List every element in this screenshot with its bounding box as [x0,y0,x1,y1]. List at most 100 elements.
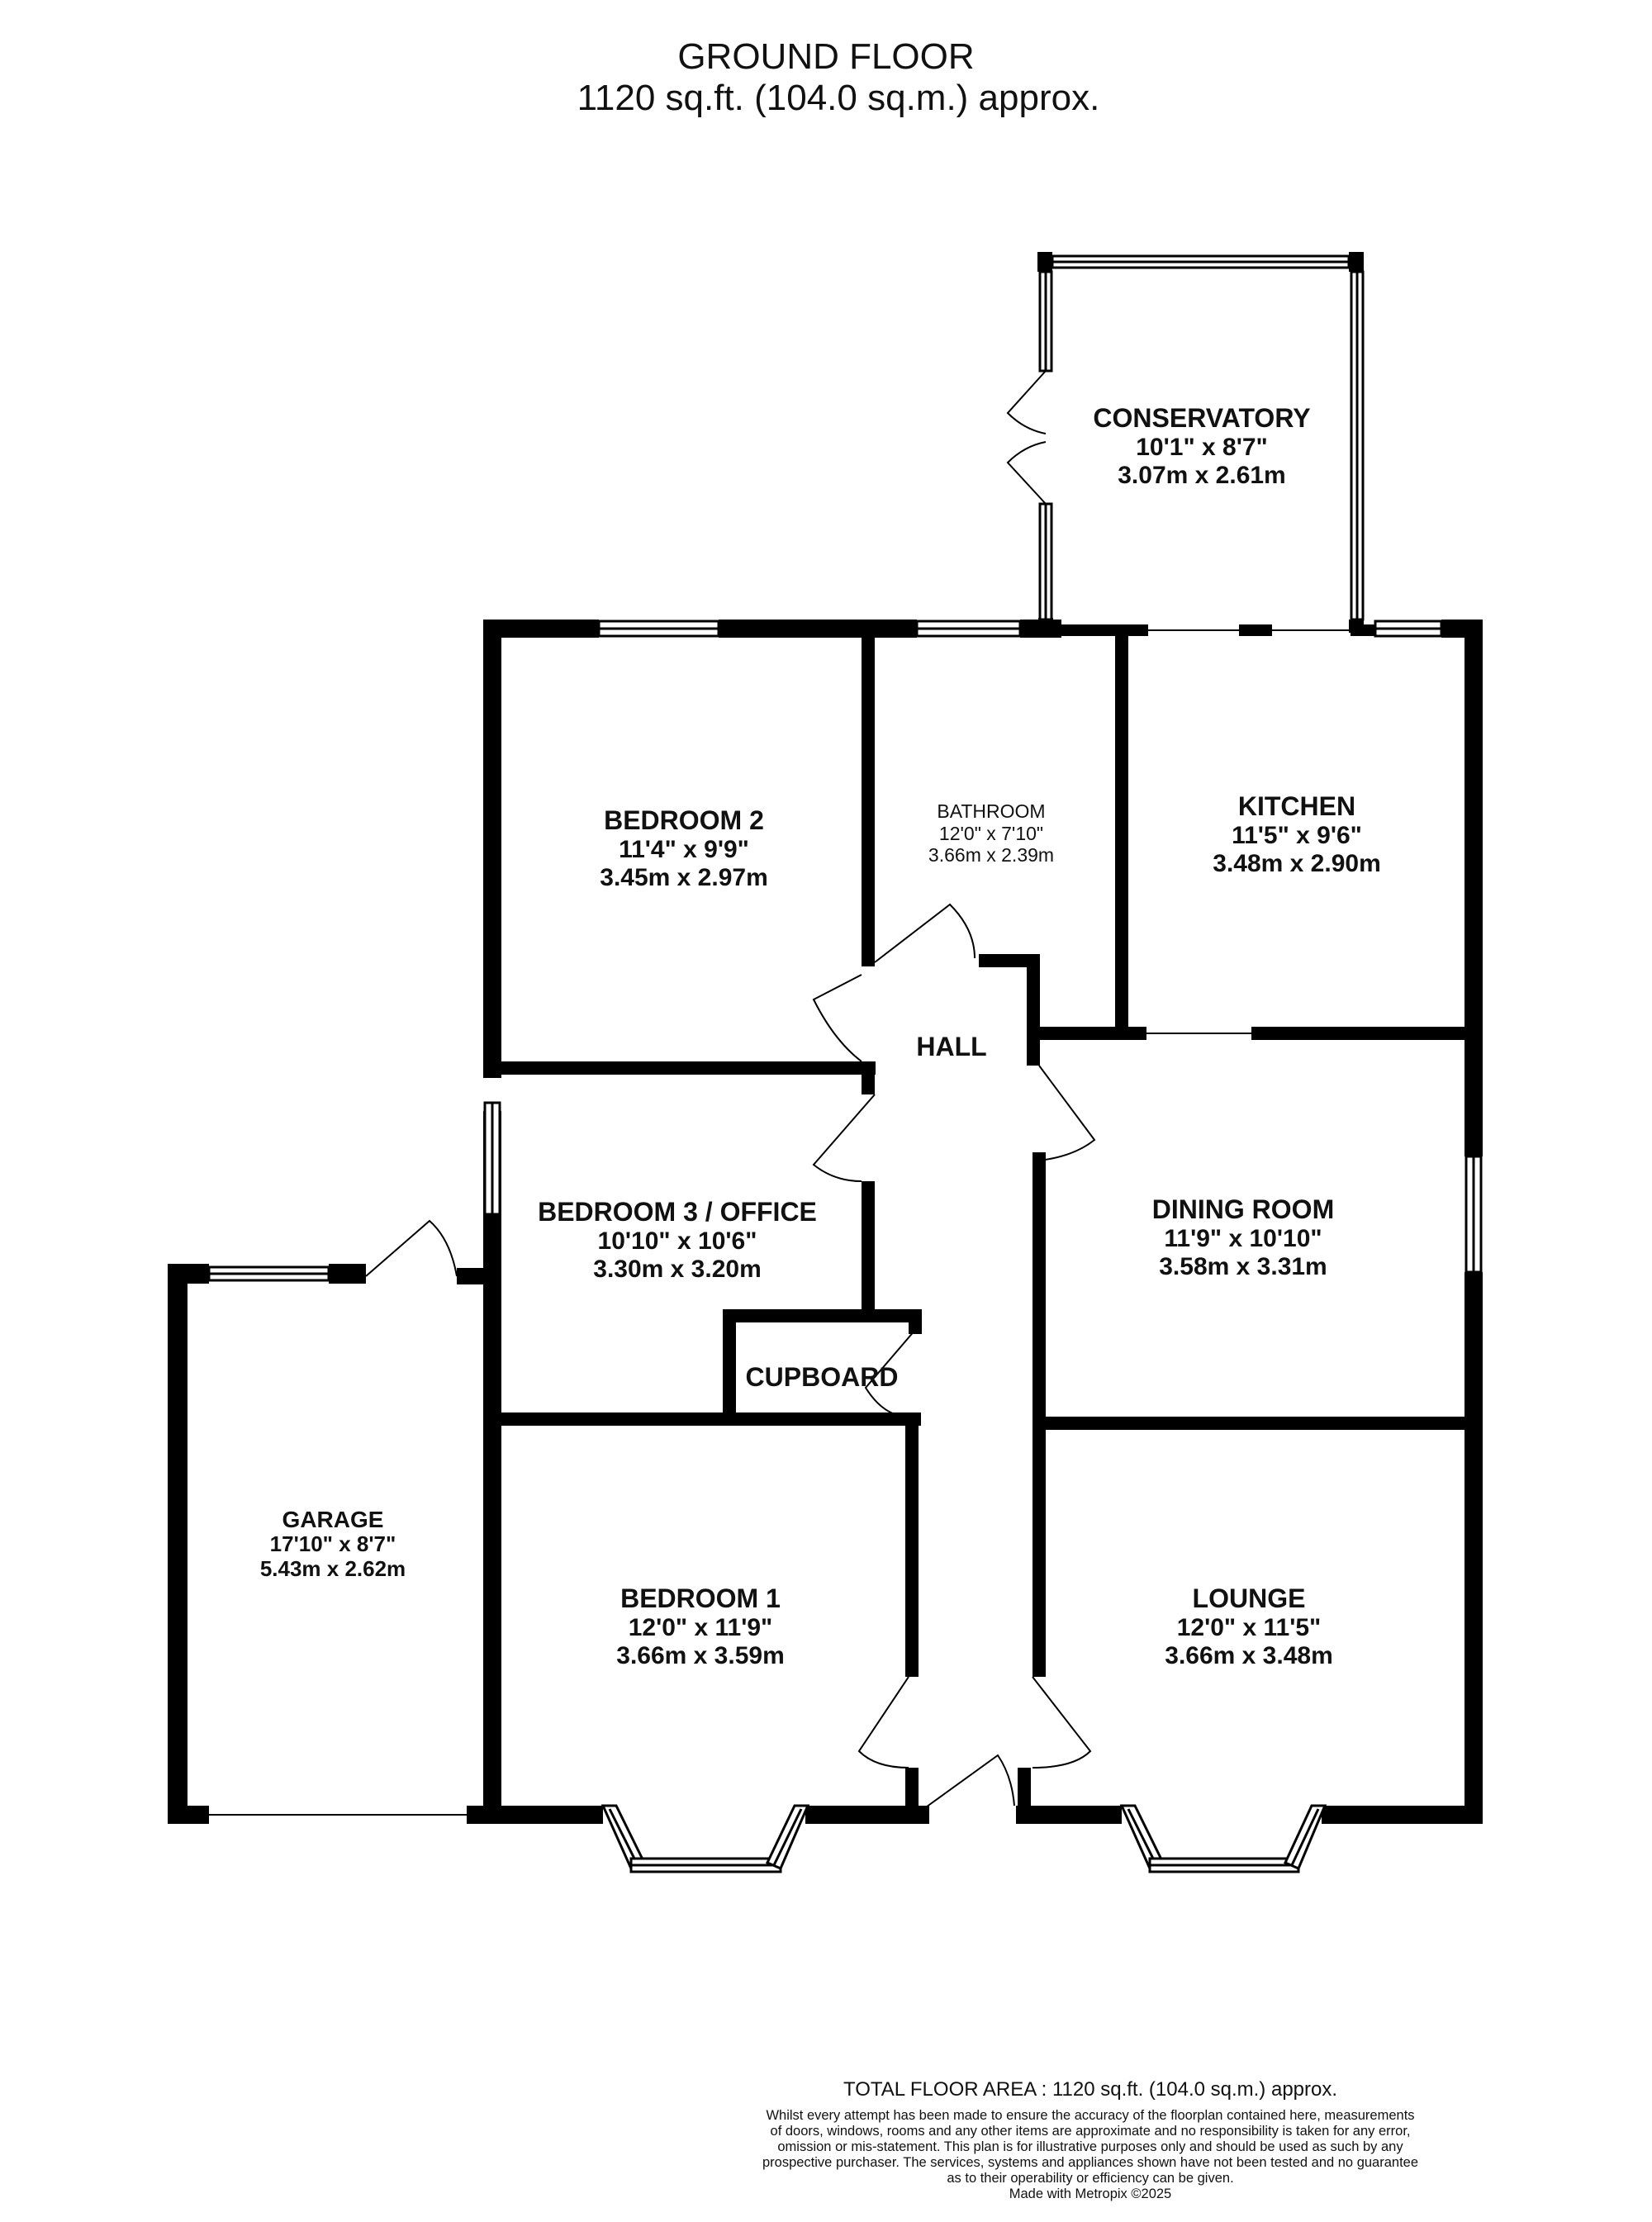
wall-main-top-b [719,620,917,638]
wall-bed1-right-stub [905,1768,919,1817]
wall-main-left [483,620,501,1078]
wall-kitchen-bottom-a [1027,1027,1146,1040]
wall-bed2-bottom [496,1061,876,1075]
room-metric: 3.30m x 3.20m [593,1256,762,1283]
wall-door-left [917,1806,923,1824]
room-name: CONSERVATORY [1093,403,1311,433]
room-bedroom-1: BEDROOM 1 12'0" x 11'9" 3.66m x 3.59m [616,1583,784,1670]
wall-main-bottom-c [1016,1806,1122,1824]
room-imperial: 12'0" x 11'9" [628,1614,773,1641]
wall-garage-top-a [168,1264,209,1284]
disclaimer-line: omission or mis-statement. This plan is … [777,2139,1403,2154]
room-garage: GARAGE 17'10" x 8'7" 5.43m x 2.62m [259,1508,406,1582]
wall-garage-right-stub [457,1268,494,1284]
room-imperial: 10'1" x 8'7" [1136,434,1268,461]
door-bedroom2 [812,974,862,1062]
doors [365,370,1096,1810]
openings [209,629,1351,1816]
door-dining [1038,1065,1096,1161]
door-bathroom [874,903,976,963]
post-conservatory-tr [1349,252,1364,272]
windows [207,254,1483,1282]
wall-cupboard-left [723,1309,736,1425]
room-imperial: 11'4" x 9'9" [619,836,749,863]
post-conservatory-tl [1037,252,1052,272]
room-name: KITCHEN [1237,791,1356,821]
room-imperial: 10'10" x 10'6" [597,1227,757,1255]
disclaimer-line: of doors, windows, rooms and any other i… [770,2124,1411,2139]
wall-bath-bottom-vert [1027,954,1040,1045]
wall-bath-kitchen [1115,632,1128,1028]
wall-cupboard-right [909,1309,922,1334]
door-lounge [1032,1676,1092,1769]
room-metric: 3.66m x 2.39m [928,844,1055,866]
room-metric: 3.48m x 2.90m [1213,850,1381,877]
room-name: BEDROOM 1 [620,1583,781,1613]
wall-main-right-b [1464,1272,1483,1824]
room-name: HALL [916,1032,987,1061]
wall-hall-right-lower [1032,1152,1046,1677]
room-metric: 3.07m x 2.61m [1118,462,1286,489]
room-cupboard: CUPBOARD [746,1361,899,1393]
wall-main-bottom-b [805,1806,929,1824]
room-imperial: 12'0" x 7'10" [938,823,1044,844]
room-bedroom-3: BEDROOM 3 / OFFICE 10'10" x 10'6" 3.30m … [538,1196,817,1284]
total-floor-area: TOTAL FLOOR AREA : 1120 sq.ft. (104.0 sq… [843,2078,1338,2101]
disclaimer: Whilst every attempt has been made to en… [710,2108,1470,2186]
plan-title: GROUND FLOOR [677,36,975,77]
door-front [923,1754,1015,1810]
room-name: BATHROOM [937,800,1046,822]
room-name: LOUNGE [1192,1583,1306,1613]
wall-hall-stub-a [862,1061,875,1094]
room-name: CUPBOARD [745,1362,899,1392]
room-lounge: LOUNGE 12'0" x 11'5" 3.66m x 3.48m [1165,1583,1332,1670]
room-metric: 3.66m x 3.59m [616,1642,785,1669]
room-metric: 3.58m x 3.31m [1159,1253,1327,1280]
room-metric: 5.43m x 2.62m [259,1556,406,1581]
room-imperial: 11'9" x 10'10" [1164,1225,1322,1252]
wall-main-top-e [1239,624,1272,636]
wall-hall-right-upper [1027,1033,1040,1066]
walls [168,252,1483,1824]
wall-hall-left-low [905,1429,919,1437]
room-metric: 3.66m x 3.48m [1165,1642,1333,1669]
wall-bed1-right [905,1412,919,1677]
disclaimer-line: as to their operability or efficiency ca… [947,2171,1234,2186]
wall-lounge-left-stub [1018,1768,1031,1817]
wall-main-right-a [1464,620,1483,1156]
room-conservatory: CONSERVATORY 10'1" x 8'7" 3.07m x 2.61m [1093,402,1310,490]
wall-kitchen-bottom-b [1251,1027,1474,1040]
room-imperial: 11'5" x 9'6" [1232,822,1362,849]
room-imperial: 12'0" x 11'5" [1176,1614,1322,1641]
room-bedroom-2: BEDROOM 2 11'4" x 9'9" 3.45m x 2.97m [600,805,767,892]
wall-hall-left-mid [862,1181,875,1313]
wall-main-top-d [1057,624,1148,636]
wall-garage-bottom-a [168,1806,209,1824]
wall-garage-top-b [329,1264,366,1284]
door-bedroom3 [812,1094,876,1182]
room-imperial: 17'10" x 8'7" [269,1531,396,1556]
wall-main-bottom-d [1322,1806,1483,1824]
disclaimer-line: Whilst every attempt has been made to en… [766,2108,1415,2123]
post-conservatory-bl [1038,618,1053,631]
wall-cupboard-top [723,1309,921,1322]
wall-dining-bottom [1032,1417,1474,1430]
room-name: BEDROOM 3 / OFFICE [538,1197,817,1227]
plan-area: 1120 sq.ft. (104.0 sq.m.) approx. [577,78,1100,118]
wall-main-left-lower [483,1111,501,1817]
footer: TOTAL FLOOR AREA : 1120 sq.ft. (104.0 sq… [710,2078,1470,2202]
wall-bath-bottom [979,954,1037,967]
disclaimer-line: prospective purchaser. The services, sys… [762,2155,1419,2170]
bay-windows [601,1804,1327,1873]
door-conservatory-upper [1006,370,1047,434]
room-hall: HALL [916,1031,986,1062]
door-cupboard [864,1329,916,1417]
room-metric: 3.45m x 2.97m [600,864,768,891]
wall-bed3-bottom [496,1412,921,1426]
wall-bed2-bath [862,636,875,966]
door-garage-side [365,1219,458,1277]
door-conservatory-lower [1006,441,1047,505]
room-dining-room: DINING ROOM 11'9" x 10'10" 3.58m x 3.31m [1152,1194,1334,1281]
room-name: BEDROOM 2 [604,805,764,835]
